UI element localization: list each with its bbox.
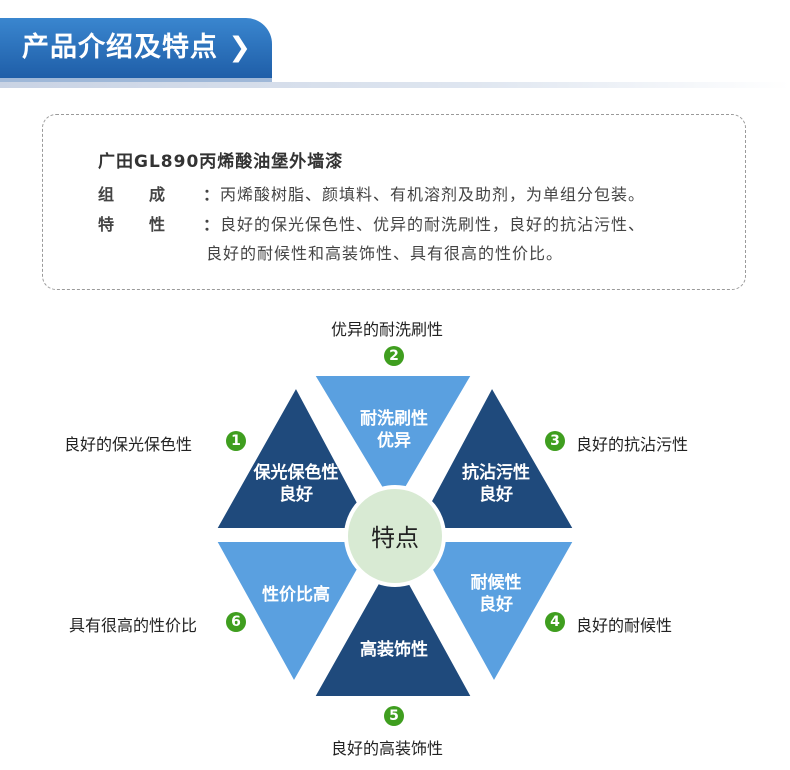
number-badge-3: 3 bbox=[545, 431, 565, 451]
triangle-6-text: 性价比高 bbox=[236, 584, 356, 606]
colon: ： bbox=[203, 215, 221, 234]
header-tab: 产品介绍及特点 ❯ bbox=[0, 18, 272, 78]
feature-label-1: 良好的保光保色性 bbox=[64, 435, 193, 454]
triangle-6-line-1: 性价比高 bbox=[262, 585, 330, 605]
triangle-3-text: 抗沾污性 良好 bbox=[436, 462, 556, 506]
center-circle bbox=[344, 485, 446, 587]
triangle-2-line-2: 优异 bbox=[377, 431, 411, 451]
triangle-5-text: 高装饰性 bbox=[334, 639, 454, 661]
feature-row: 特 性 ：良好的保光保色性、优异的耐洗刷性，良好的抗沾污性、 bbox=[98, 211, 645, 235]
feature-label-4: 良好的耐候性 bbox=[576, 616, 673, 635]
triangle-5 bbox=[313, 554, 473, 698]
number-badge-4: 4 bbox=[545, 612, 565, 632]
section-title: 产品介绍及特点 ❯ bbox=[22, 32, 253, 63]
triangle-1-text: 保光保色性 良好 bbox=[236, 462, 356, 506]
feature-value-line-2: 良好的耐候性和高装饰性、具有很高的性价比。 bbox=[206, 244, 564, 263]
center-label: 特点 bbox=[371, 524, 419, 552]
feature-label-2: 优异的耐洗刷性 bbox=[331, 320, 444, 339]
feature-label-6: 具有很高的性价比 bbox=[69, 616, 198, 635]
feature-value-line-1: 良好的保光保色性、优异的耐洗刷性，良好的抗沾污性、 bbox=[220, 215, 646, 234]
triangle-4-text: 耐候性 良好 bbox=[436, 572, 556, 616]
triangle-4-line-2: 良好 bbox=[479, 595, 513, 615]
product-intro-box: 广田GL890丙烯酸油堡外墙漆 组 成：丙烯酸树脂、颜填料、有机溶剂及助剂，为单… bbox=[42, 114, 746, 290]
number-badge-2: 2 bbox=[384, 346, 404, 366]
feature-label-3: 良好的抗沾污性 bbox=[576, 435, 689, 454]
number-badge-6: 6 bbox=[226, 612, 246, 632]
header-underline bbox=[0, 82, 790, 88]
feature-label: 特 性 bbox=[98, 215, 167, 234]
triangle-3-line-1: 抗沾污性 bbox=[462, 463, 530, 483]
triangle-4-line-1: 耐候性 bbox=[470, 573, 522, 593]
triangle-6 bbox=[215, 540, 375, 683]
features-hexagon-diagram bbox=[215, 374, 575, 698]
colon: ： bbox=[203, 185, 221, 204]
triangle-2-line-1: 耐洗刷性 bbox=[360, 409, 428, 429]
triangle-2 bbox=[313, 374, 473, 509]
composition-row: 组 成 ：丙烯酸树脂、颜填料、有机溶剂及助剂，为单组分包装。 bbox=[98, 181, 645, 205]
composition-value: 丙烯酸树脂、颜填料、有机溶剂及助剂，为单组分包装。 bbox=[220, 185, 646, 204]
triangle-2-text: 耐洗刷性 优异 bbox=[334, 408, 454, 452]
number-badge-5: 5 bbox=[384, 706, 404, 726]
triangle-1 bbox=[215, 386, 373, 530]
composition-label: 组 成 bbox=[98, 185, 167, 204]
triangle-4 bbox=[415, 540, 575, 683]
triangle-5-line-1: 高装饰性 bbox=[360, 640, 428, 660]
triangle-3 bbox=[415, 386, 575, 530]
triangle-1-line-2: 良好 bbox=[279, 485, 313, 505]
triangle-3-line-2: 良好 bbox=[479, 485, 513, 505]
section-header: 产品介绍及特点 ❯ bbox=[0, 18, 790, 90]
product-name: 广田GL890丙烯酸油堡外墙漆 bbox=[98, 152, 344, 172]
number-badge-1: 1 bbox=[226, 431, 246, 451]
feature-label-5: 良好的高装饰性 bbox=[331, 739, 444, 758]
triangle-1-line-1: 保光保色性 bbox=[253, 463, 339, 483]
